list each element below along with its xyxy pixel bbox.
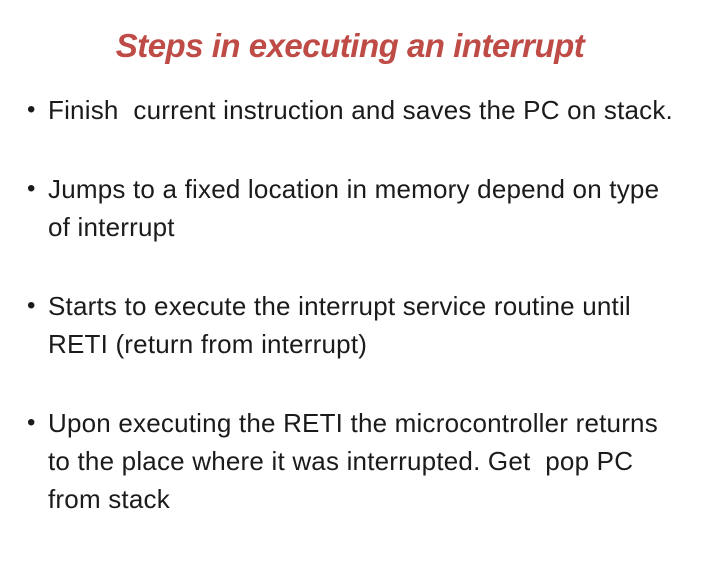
- list-item: • Jumps to a fixed location in memory de…: [27, 170, 714, 246]
- bullet-text: Jumps to a fixed location in memory depe…: [48, 174, 660, 242]
- bullet-text: Finish current instruction and saves the…: [48, 95, 673, 125]
- bullet-icon: •: [27, 96, 36, 123]
- slide-title: Steps in executing an interrupt: [115, 27, 585, 64]
- list-item: • Finish current instruction and saves t…: [27, 91, 714, 129]
- bullet-text: Starts to execute the interrupt service …: [48, 291, 631, 359]
- list-item: • Starts to execute the interrupt servic…: [27, 287, 714, 363]
- list-item: • Upon executing the RETI the microcontr…: [27, 404, 714, 518]
- bullet-text: Upon executing the RETI the microcontrol…: [48, 408, 658, 514]
- bullet-icon: •: [27, 175, 36, 202]
- bullet-list: • Finish current instruction and saves t…: [0, 91, 728, 518]
- slide: Steps in executing an interrupt • Finish…: [0, 24, 728, 570]
- bullet-icon: •: [27, 409, 36, 436]
- bullet-icon: •: [27, 292, 36, 319]
